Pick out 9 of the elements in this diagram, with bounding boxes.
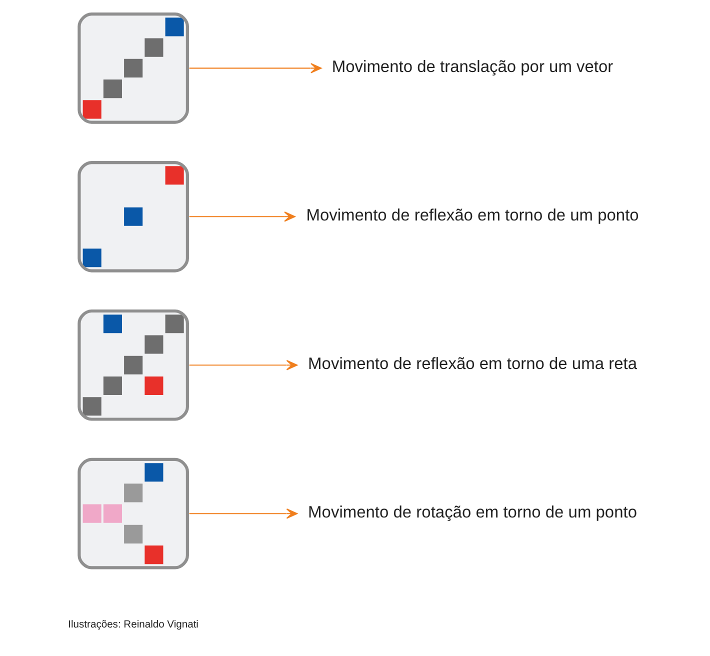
arrow [189,360,298,370]
node-text: Movimento de translação por um vetor [332,58,614,76]
arrow [189,212,296,222]
node-text: Movimento de reflexão em torno de uma reta [308,355,638,374]
label: Ilustrações: Reinaldo Vignati [68,620,198,631]
node-text: Movimento de rotação em torno de um ponto [308,504,638,522]
node-text: Movimento de reflexão em torno de um ponto [306,206,639,225]
arrow [189,508,298,519]
arrow [189,63,322,74]
